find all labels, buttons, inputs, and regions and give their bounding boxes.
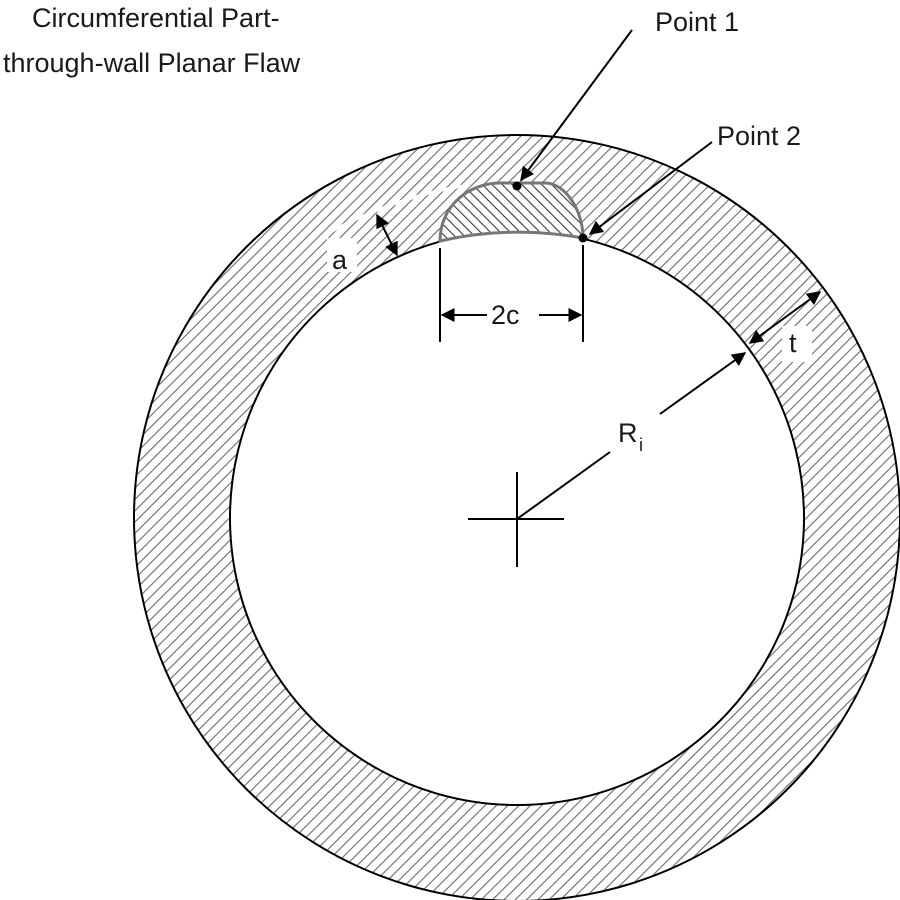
flaw-depth-guide bbox=[329, 183, 471, 234]
thickness-t-arrow bbox=[748, 291, 822, 344]
depth-a-label-bg bbox=[327, 238, 357, 272]
thickness-t-label: t bbox=[789, 328, 797, 358]
point-2-label: Point 2 bbox=[717, 121, 801, 151]
title-line-2: through-wall Planar Flaw bbox=[3, 48, 301, 78]
point-1-leader bbox=[520, 29, 633, 182]
point-1-marker bbox=[512, 181, 522, 191]
length-2c-label: 2c bbox=[491, 300, 520, 330]
flaw-region bbox=[438, 181, 585, 243]
inner-radius-label: R bbox=[618, 418, 638, 448]
thickness-t-label-bg bbox=[782, 326, 812, 362]
inner-radius-subscript: i bbox=[639, 435, 643, 455]
point-2-leader bbox=[588, 141, 713, 235]
title-line-1: Circumferential Part- bbox=[32, 3, 280, 33]
radius-line-lower bbox=[516, 451, 611, 520]
depth-a-arrow bbox=[376, 213, 398, 257]
radius-line-upper bbox=[659, 352, 747, 415]
point-2-marker bbox=[578, 233, 588, 243]
depth-a-label: a bbox=[332, 245, 348, 275]
pipe-wall bbox=[133, 134, 900, 900]
length-2c-label-bg bbox=[487, 296, 539, 332]
point-1-label: Point 1 bbox=[655, 7, 739, 37]
